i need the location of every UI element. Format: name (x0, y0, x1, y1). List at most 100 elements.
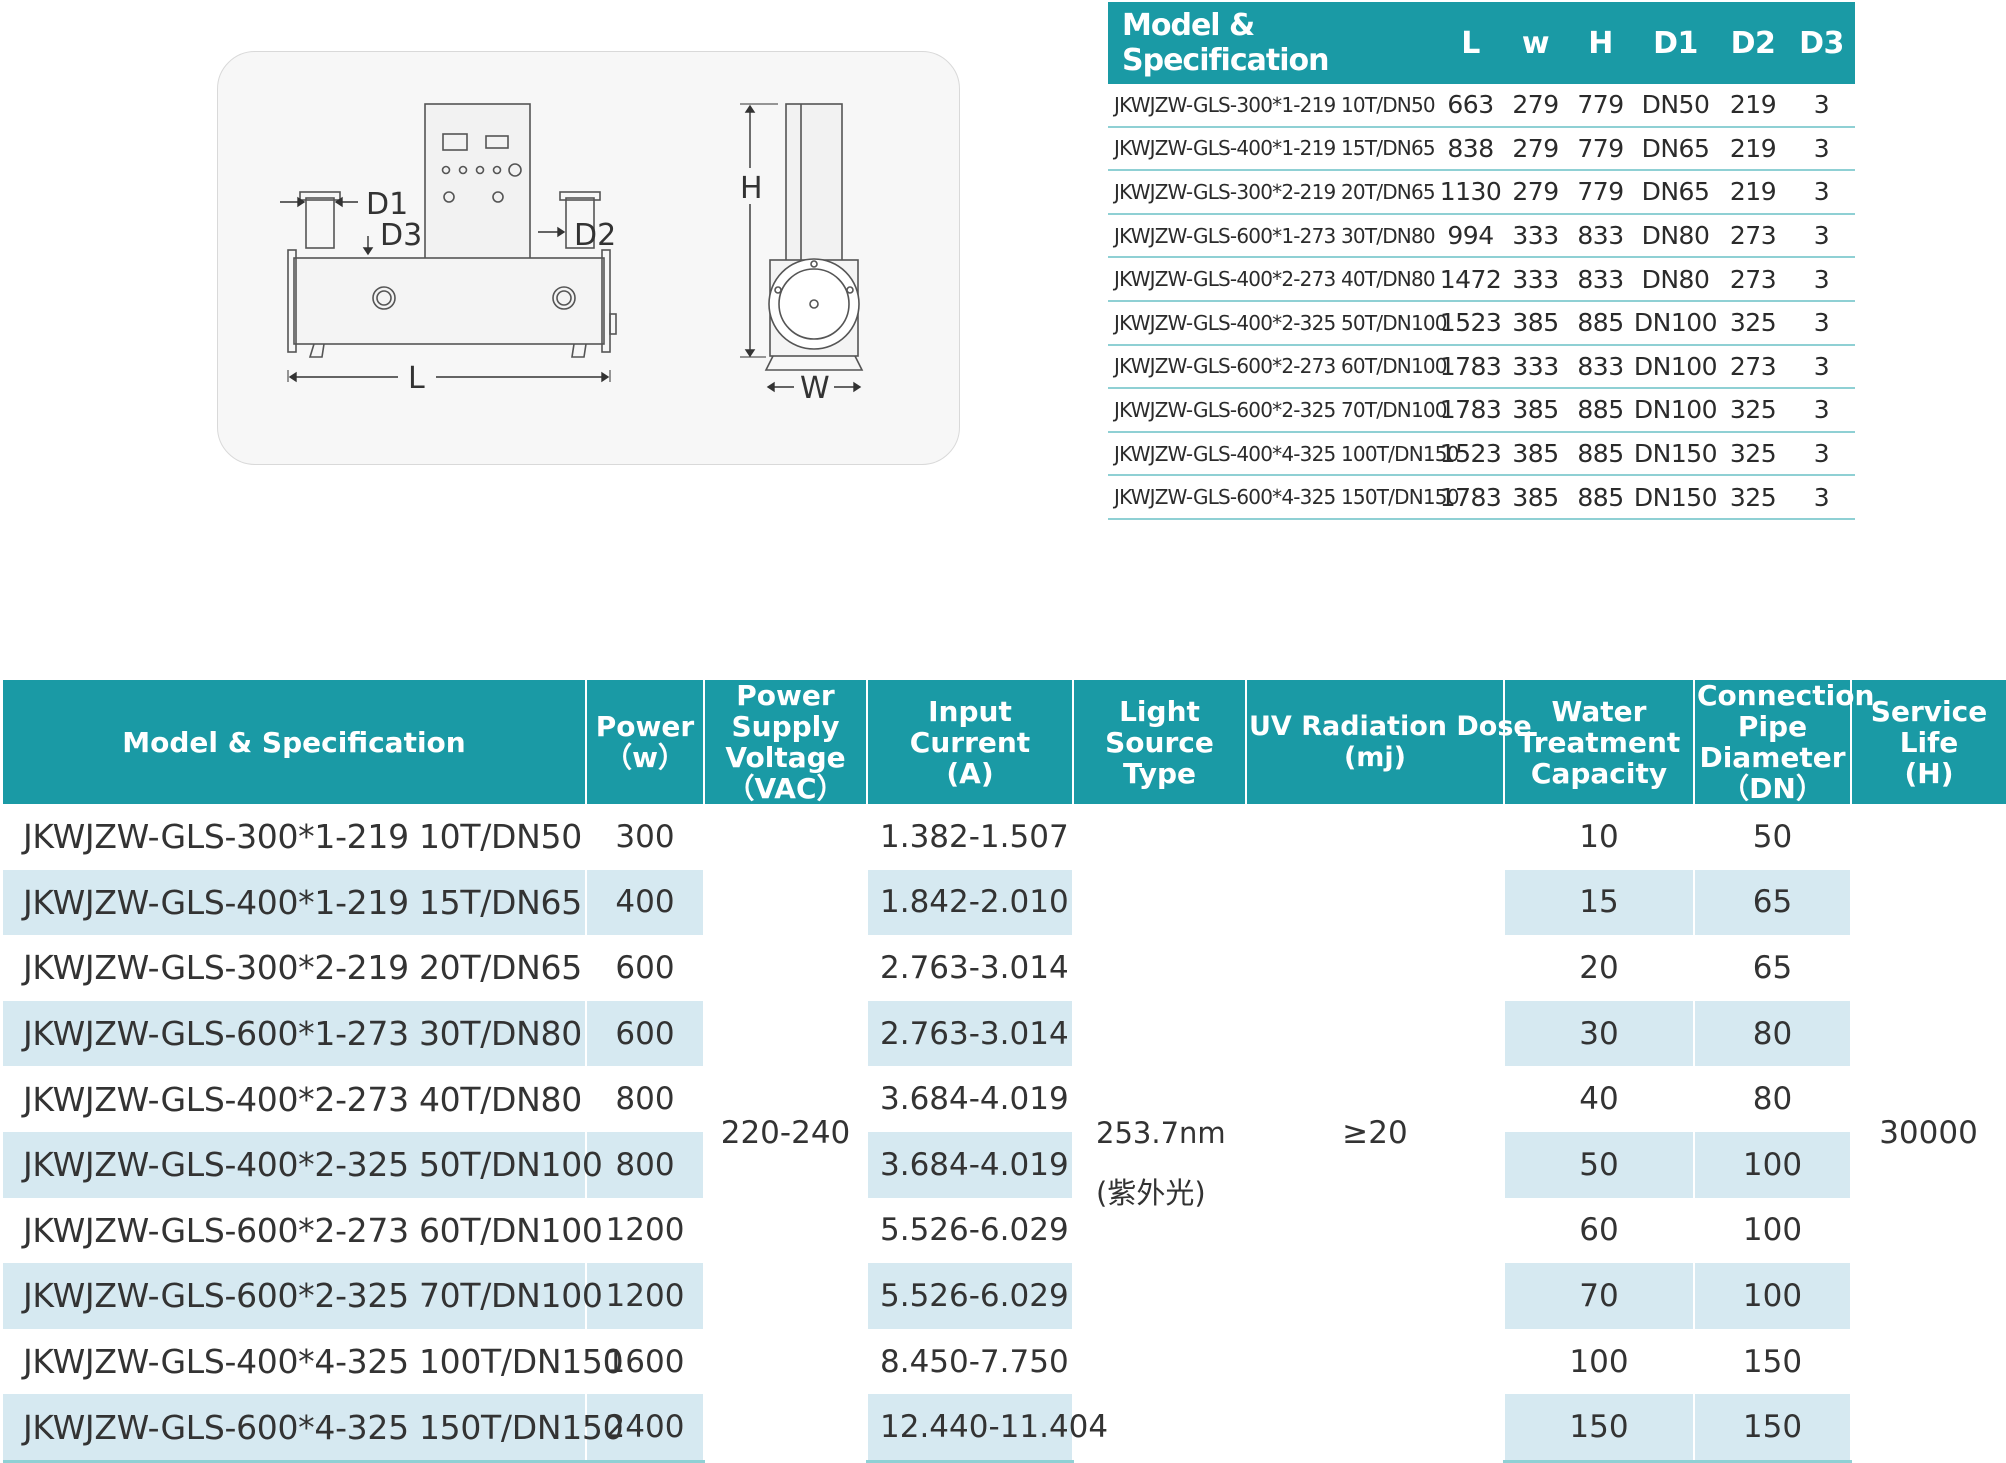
dimension-cell: DN80 (1633, 257, 1718, 302)
light-source-cell: 253.7nm (紫外光) (1073, 804, 1247, 1462)
model-cell: JKWJZW-GLS-300*2-219 20T/DN65 (3, 935, 587, 1001)
voltage-cell: 220-240 (704, 804, 868, 1462)
pipe-diameter-cell: 150 (1694, 1328, 1852, 1395)
label-d3: D3 (380, 218, 422, 253)
power-cell: 400 (586, 869, 705, 936)
capacity-cell: 50 (1504, 1131, 1695, 1198)
pipe-diameter-cell: 65 (1694, 935, 1852, 1001)
current-cell: 2.763-3.014 (867, 1000, 1074, 1067)
dimension-cell: 219 (1718, 84, 1788, 128)
label-l: L (408, 361, 425, 396)
model-cell: JKWJZW-GLS-400*4-325 100T/DN150 (3, 1328, 624, 1395)
dimension-cell: 385 (1503, 300, 1568, 346)
dimension-cell: 3 (1788, 170, 1855, 215)
current-cell: 2.763-3.014 (867, 935, 1074, 1001)
header-h: H (1568, 2, 1633, 84)
capacity-cell: 40 (1504, 1066, 1695, 1132)
dimension-cell: DN65 (1633, 126, 1718, 172)
dimension-cell: 325 (1718, 475, 1788, 520)
dimension-cell: 325 (1718, 388, 1788, 433)
model-cell: JKWJZW-GLS-400*2-325 50T/DN100 (3, 1131, 603, 1198)
dimension-diagram: D1 D3 D2 H L W (280, 103, 864, 406)
dimension-cell: 779 (1568, 84, 1633, 128)
model-cell: JKWJZW-GLS-300*2-219 20T/DN65 (1108, 170, 1438, 215)
capacity-cell: 60 (1504, 1197, 1695, 1264)
capacity-cell: 15 (1504, 869, 1695, 936)
pipe-diameter-cell: 80 (1694, 1000, 1852, 1067)
model-cell: JKWJZW-GLS-400*1-219 15T/DN65 (3, 869, 587, 936)
label-d2: D2 (574, 218, 616, 253)
dimension-cell: 3 (1788, 388, 1855, 433)
dimension-cell: 3 (1788, 257, 1855, 302)
dimension-cell: 1523 (1438, 300, 1503, 346)
dimension-cell: 663 (1438, 84, 1503, 128)
dimension-cell: 1783 (1438, 388, 1503, 433)
model-cell: JKWJZW-GLS-400*2-273 40T/DN80 (3, 1066, 587, 1132)
dimension-diagram-panel: D1 D3 D2 H L W (217, 51, 960, 465)
model-cell: JKWJZW-GLS-600*2-325 70T/DN100 (3, 1263, 603, 1329)
dimension-cell: 273 (1718, 257, 1788, 302)
model-cell: JKWJZW-GLS-600*1-273 30T/DN80 (1108, 213, 1438, 259)
dimension-cell: 779 (1568, 126, 1633, 172)
header-d1: D1 (1633, 2, 1718, 84)
dimension-cell: DN50 (1633, 84, 1718, 128)
dimension-cell: 3 (1788, 300, 1855, 346)
label-d1: D1 (366, 187, 408, 222)
header-uv-dose: UV Radiation Dose(mj) (1246, 680, 1532, 804)
dimension-cell: 838 (1438, 126, 1503, 172)
dimension-cell: 885 (1568, 431, 1633, 477)
light-source-wavelength: 253.7nm (1096, 1115, 1226, 1150)
model-cell: JKWJZW-GLS-300*1-219 10T/DN50 (3, 804, 587, 870)
model-cell: JKWJZW-GLS-600*2-273 60T/DN100 (1108, 344, 1448, 390)
dimension-cell: 833 (1568, 257, 1633, 302)
model-cell: JKWJZW-GLS-300*1-219 10T/DN50 (1108, 84, 1438, 128)
current-cell: 1.842-2.010 (867, 869, 1074, 936)
dimension-cell: 3 (1788, 344, 1855, 390)
dimension-cell: 885 (1568, 475, 1633, 520)
dimension-cell: 3 (1788, 431, 1855, 477)
power-cell: 2400 (586, 1394, 705, 1463)
model-cell: JKWJZW-GLS-400*4-325 100T/DN150 (1108, 431, 1459, 477)
dimension-cell: 3 (1788, 213, 1855, 259)
model-cell: JKWJZW-GLS-400*1-219 15T/DN65 (1108, 126, 1438, 172)
label-h: H (740, 171, 763, 206)
dimension-cell: DN150 (1633, 475, 1718, 520)
dimension-cell: 994 (1438, 213, 1503, 259)
current-cell: 3.684-4.019 (867, 1131, 1074, 1198)
dimension-cell: DN65 (1633, 170, 1718, 215)
dimension-cell: 385 (1503, 431, 1568, 477)
dimension-cell: 219 (1718, 126, 1788, 172)
dimension-cell: 779 (1568, 170, 1633, 215)
dimension-cell: 279 (1503, 84, 1568, 128)
power-cell: 600 (586, 1000, 705, 1067)
capacity-cell: 70 (1504, 1263, 1695, 1329)
dimension-cell: DN100 (1633, 300, 1718, 346)
light-source-note: (紫外光) (1096, 1175, 1206, 1210)
pipe-diameter-cell: 50 (1694, 804, 1852, 870)
model-cell: JKWJZW-GLS-600*4-325 150T/DN150 (1108, 475, 1459, 520)
model-cell: JKWJZW-GLS-600*4-325 150T/DN150 (3, 1394, 624, 1463)
pipe-diameter-cell: 80 (1694, 1066, 1852, 1132)
header-model: Model & Specification (1108, 2, 1438, 84)
pipe-diameter-cell: 100 (1694, 1197, 1852, 1264)
dimension-cell: 885 (1568, 300, 1633, 346)
dimension-cell: 325 (1718, 300, 1788, 346)
current-cell: 8.450-7.750 (867, 1328, 1074, 1395)
header-model-spec: Model & Specification (3, 680, 587, 804)
power-cell: 800 (586, 1131, 705, 1198)
pipe-diameter-cell: 65 (1694, 869, 1852, 936)
power-cell: 1200 (586, 1263, 705, 1329)
service-life-cell: 30000 (1851, 804, 2006, 1462)
capacity-cell: 10 (1504, 804, 1695, 870)
dimension-cell: 333 (1503, 344, 1568, 390)
